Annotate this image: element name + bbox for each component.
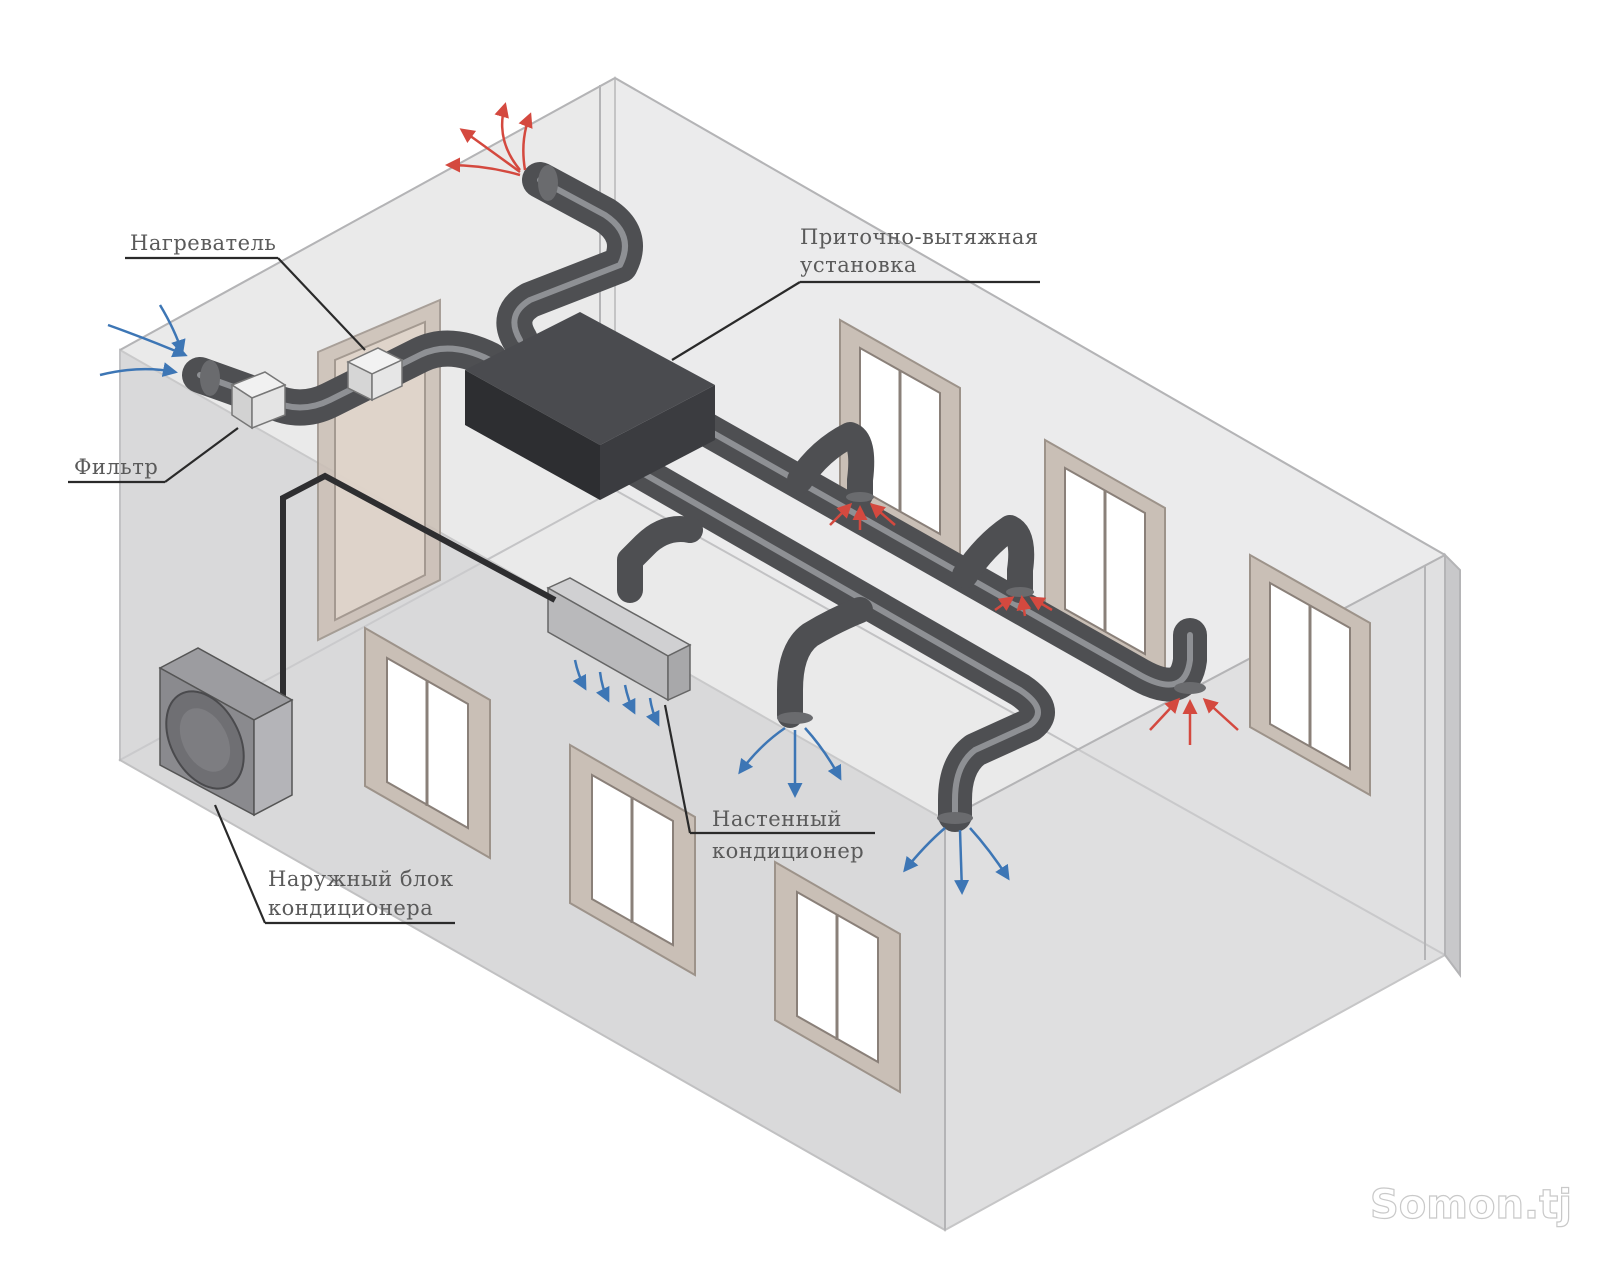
exhaust-arrows-roof bbox=[445, 102, 533, 177]
outdoor-unit bbox=[158, 647, 294, 817]
label-outdoor-line2: кондиционера bbox=[268, 896, 433, 920]
label-wall-ac-line1: Настенный bbox=[712, 807, 842, 831]
window bbox=[569, 743, 696, 977]
refrigerant-line bbox=[280, 472, 557, 720]
wall-ac-unit bbox=[546, 577, 692, 702]
window bbox=[774, 860, 901, 1094]
label-ahu-line1: Приточно-вытяжная bbox=[800, 225, 1039, 249]
label-filter: Фильтр bbox=[74, 455, 158, 479]
label-ahu-line2: установка bbox=[800, 253, 917, 277]
supply-arrows bbox=[572, 659, 1010, 895]
front-windows bbox=[364, 626, 901, 1094]
labels: Нагреватель Фильтр Приточно-вытяжная уст… bbox=[74, 225, 1039, 920]
heater-unit bbox=[346, 347, 404, 402]
label-heater: Нагреватель bbox=[130, 231, 276, 255]
intake-arrows bbox=[99, 304, 188, 378]
exhaust-arrows-rooms bbox=[829, 502, 1239, 745]
window bbox=[364, 626, 491, 860]
watermark: Somon.tj bbox=[1370, 1182, 1572, 1228]
air-handling-unit bbox=[465, 312, 715, 500]
label-wall-ac-line2: кондиционер bbox=[712, 839, 864, 863]
window bbox=[1249, 553, 1371, 797]
filter-unit bbox=[230, 371, 287, 430]
label-outdoor-line1: Наружный блок bbox=[268, 867, 454, 891]
leader-lines bbox=[68, 256, 1040, 925]
